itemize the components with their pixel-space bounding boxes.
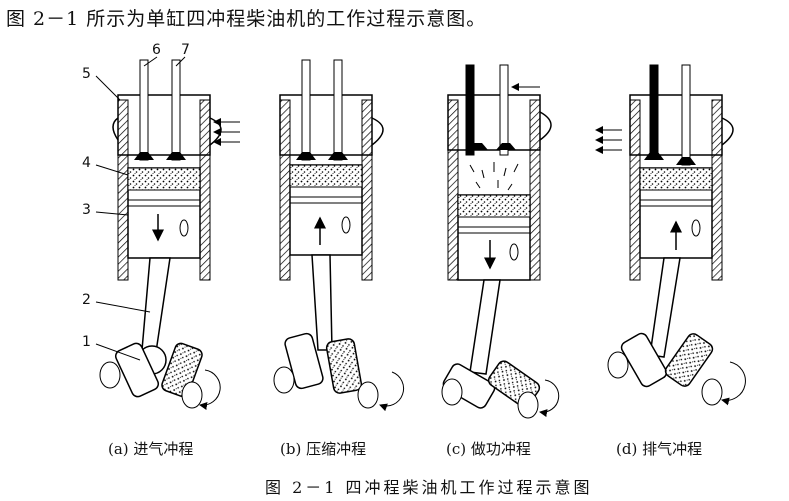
part-label-4: 4 xyxy=(82,155,91,171)
part-label-6: 6 xyxy=(152,42,161,58)
part-label-7: 7 xyxy=(181,42,190,58)
intro-sentence: 图 2－1 所示为单缸四冲程柴油机的工作过程示意图。 xyxy=(6,8,487,30)
caption-compression-stroke: (b) 压缩冲程 xyxy=(280,440,367,458)
engine-a-intake xyxy=(99,59,240,410)
part-label-5: 5 xyxy=(82,66,91,82)
figure-title: 图 2－1 四冲程柴油机工作过程示意图 xyxy=(265,478,593,497)
caption-intake-stroke: (a) 进气冲程 xyxy=(108,440,194,458)
part-label-3: 3 xyxy=(82,202,91,218)
part-label-1: 1 xyxy=(82,334,91,350)
caption-exhaust-stroke: (d) 排气冲程 xyxy=(616,440,703,458)
caption-power-stroke: (c) 做功冲程 xyxy=(446,440,531,458)
part-label-2: 2 xyxy=(82,292,91,308)
engine-b-compression xyxy=(273,59,405,412)
engine-c-power xyxy=(441,64,560,419)
label-leaders xyxy=(95,56,186,361)
engine-d-exhaust xyxy=(595,64,746,406)
